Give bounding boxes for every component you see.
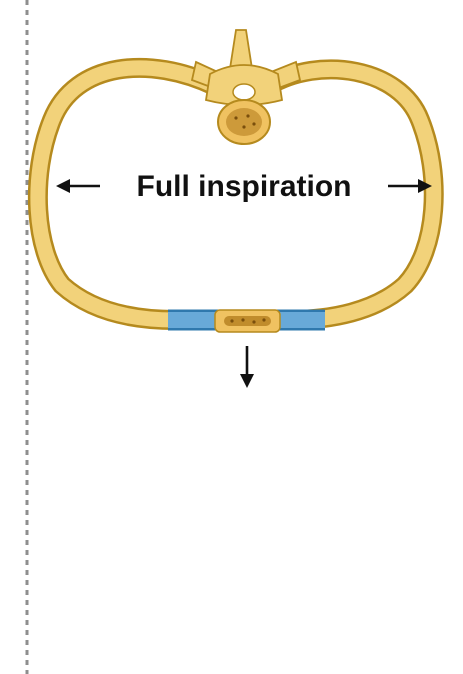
arrow-left-icon [56, 179, 100, 193]
sternum [215, 310, 280, 332]
arrow-down-icon [240, 346, 254, 388]
vertebra-icon [192, 30, 300, 144]
inspiration-label: Full inspiration [137, 170, 352, 203]
